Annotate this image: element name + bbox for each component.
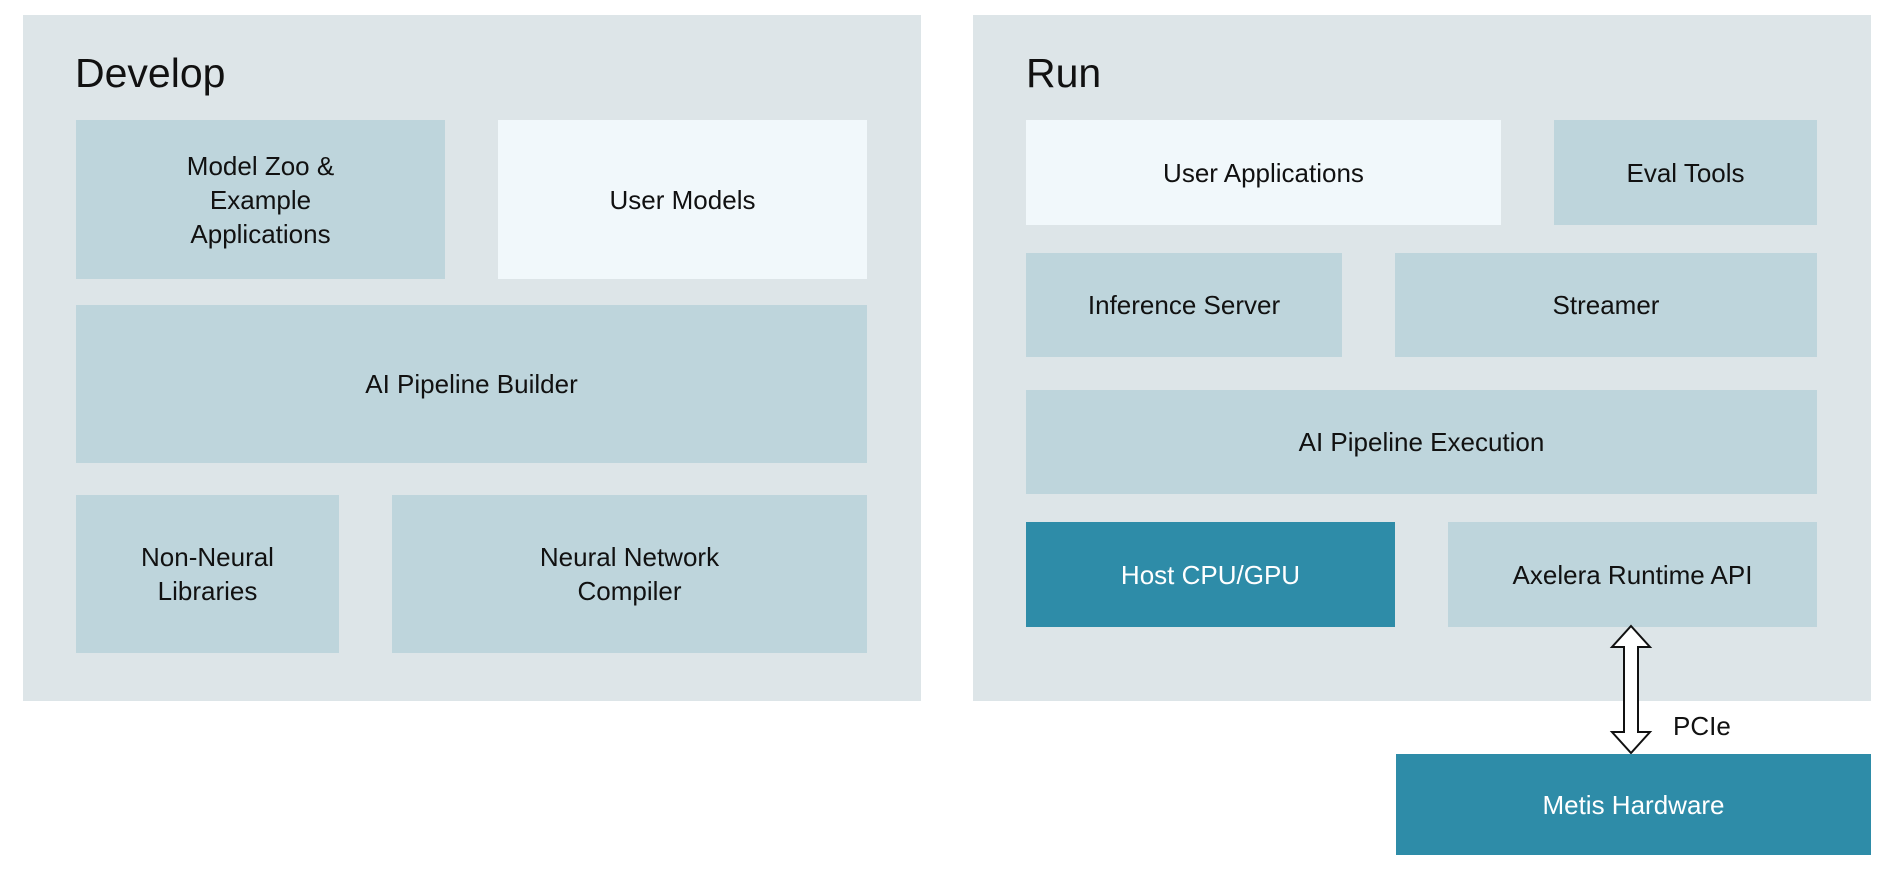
non-neural-libraries-box: Non-Neural Libraries: [76, 495, 339, 653]
model-zoo-box: Model Zoo & Example Applications: [76, 120, 445, 279]
eval-tools-box: Eval Tools: [1554, 120, 1817, 225]
ai-pipeline-execution-box: AI Pipeline Execution: [1026, 390, 1817, 494]
develop-panel: Develop Model Zoo & Example Applications…: [23, 15, 921, 701]
ai-pipeline-builder-box: AI Pipeline Builder: [76, 305, 867, 463]
axelera-runtime-api-box: Axelera Runtime API: [1448, 522, 1817, 627]
develop-title: Develop: [75, 50, 226, 96]
host-cpu-gpu-box: Host CPU/GPU: [1026, 522, 1395, 627]
user-applications-box: User Applications: [1026, 120, 1501, 225]
run-title: Run: [1026, 50, 1102, 96]
streamer-box: Streamer: [1395, 253, 1817, 357]
pcie-label: PCIe: [1673, 711, 1731, 741]
pcie-double-arrow-icon: [1609, 624, 1653, 755]
run-panel: Run User Applications Eval Tools Inferen…: [973, 15, 1871, 701]
neural-network-compiler-box: Neural Network Compiler: [392, 495, 867, 653]
inference-server-box: Inference Server: [1026, 253, 1342, 357]
user-models-box: User Models: [498, 120, 867, 279]
metis-hardware-box: Metis Hardware: [1396, 754, 1871, 855]
